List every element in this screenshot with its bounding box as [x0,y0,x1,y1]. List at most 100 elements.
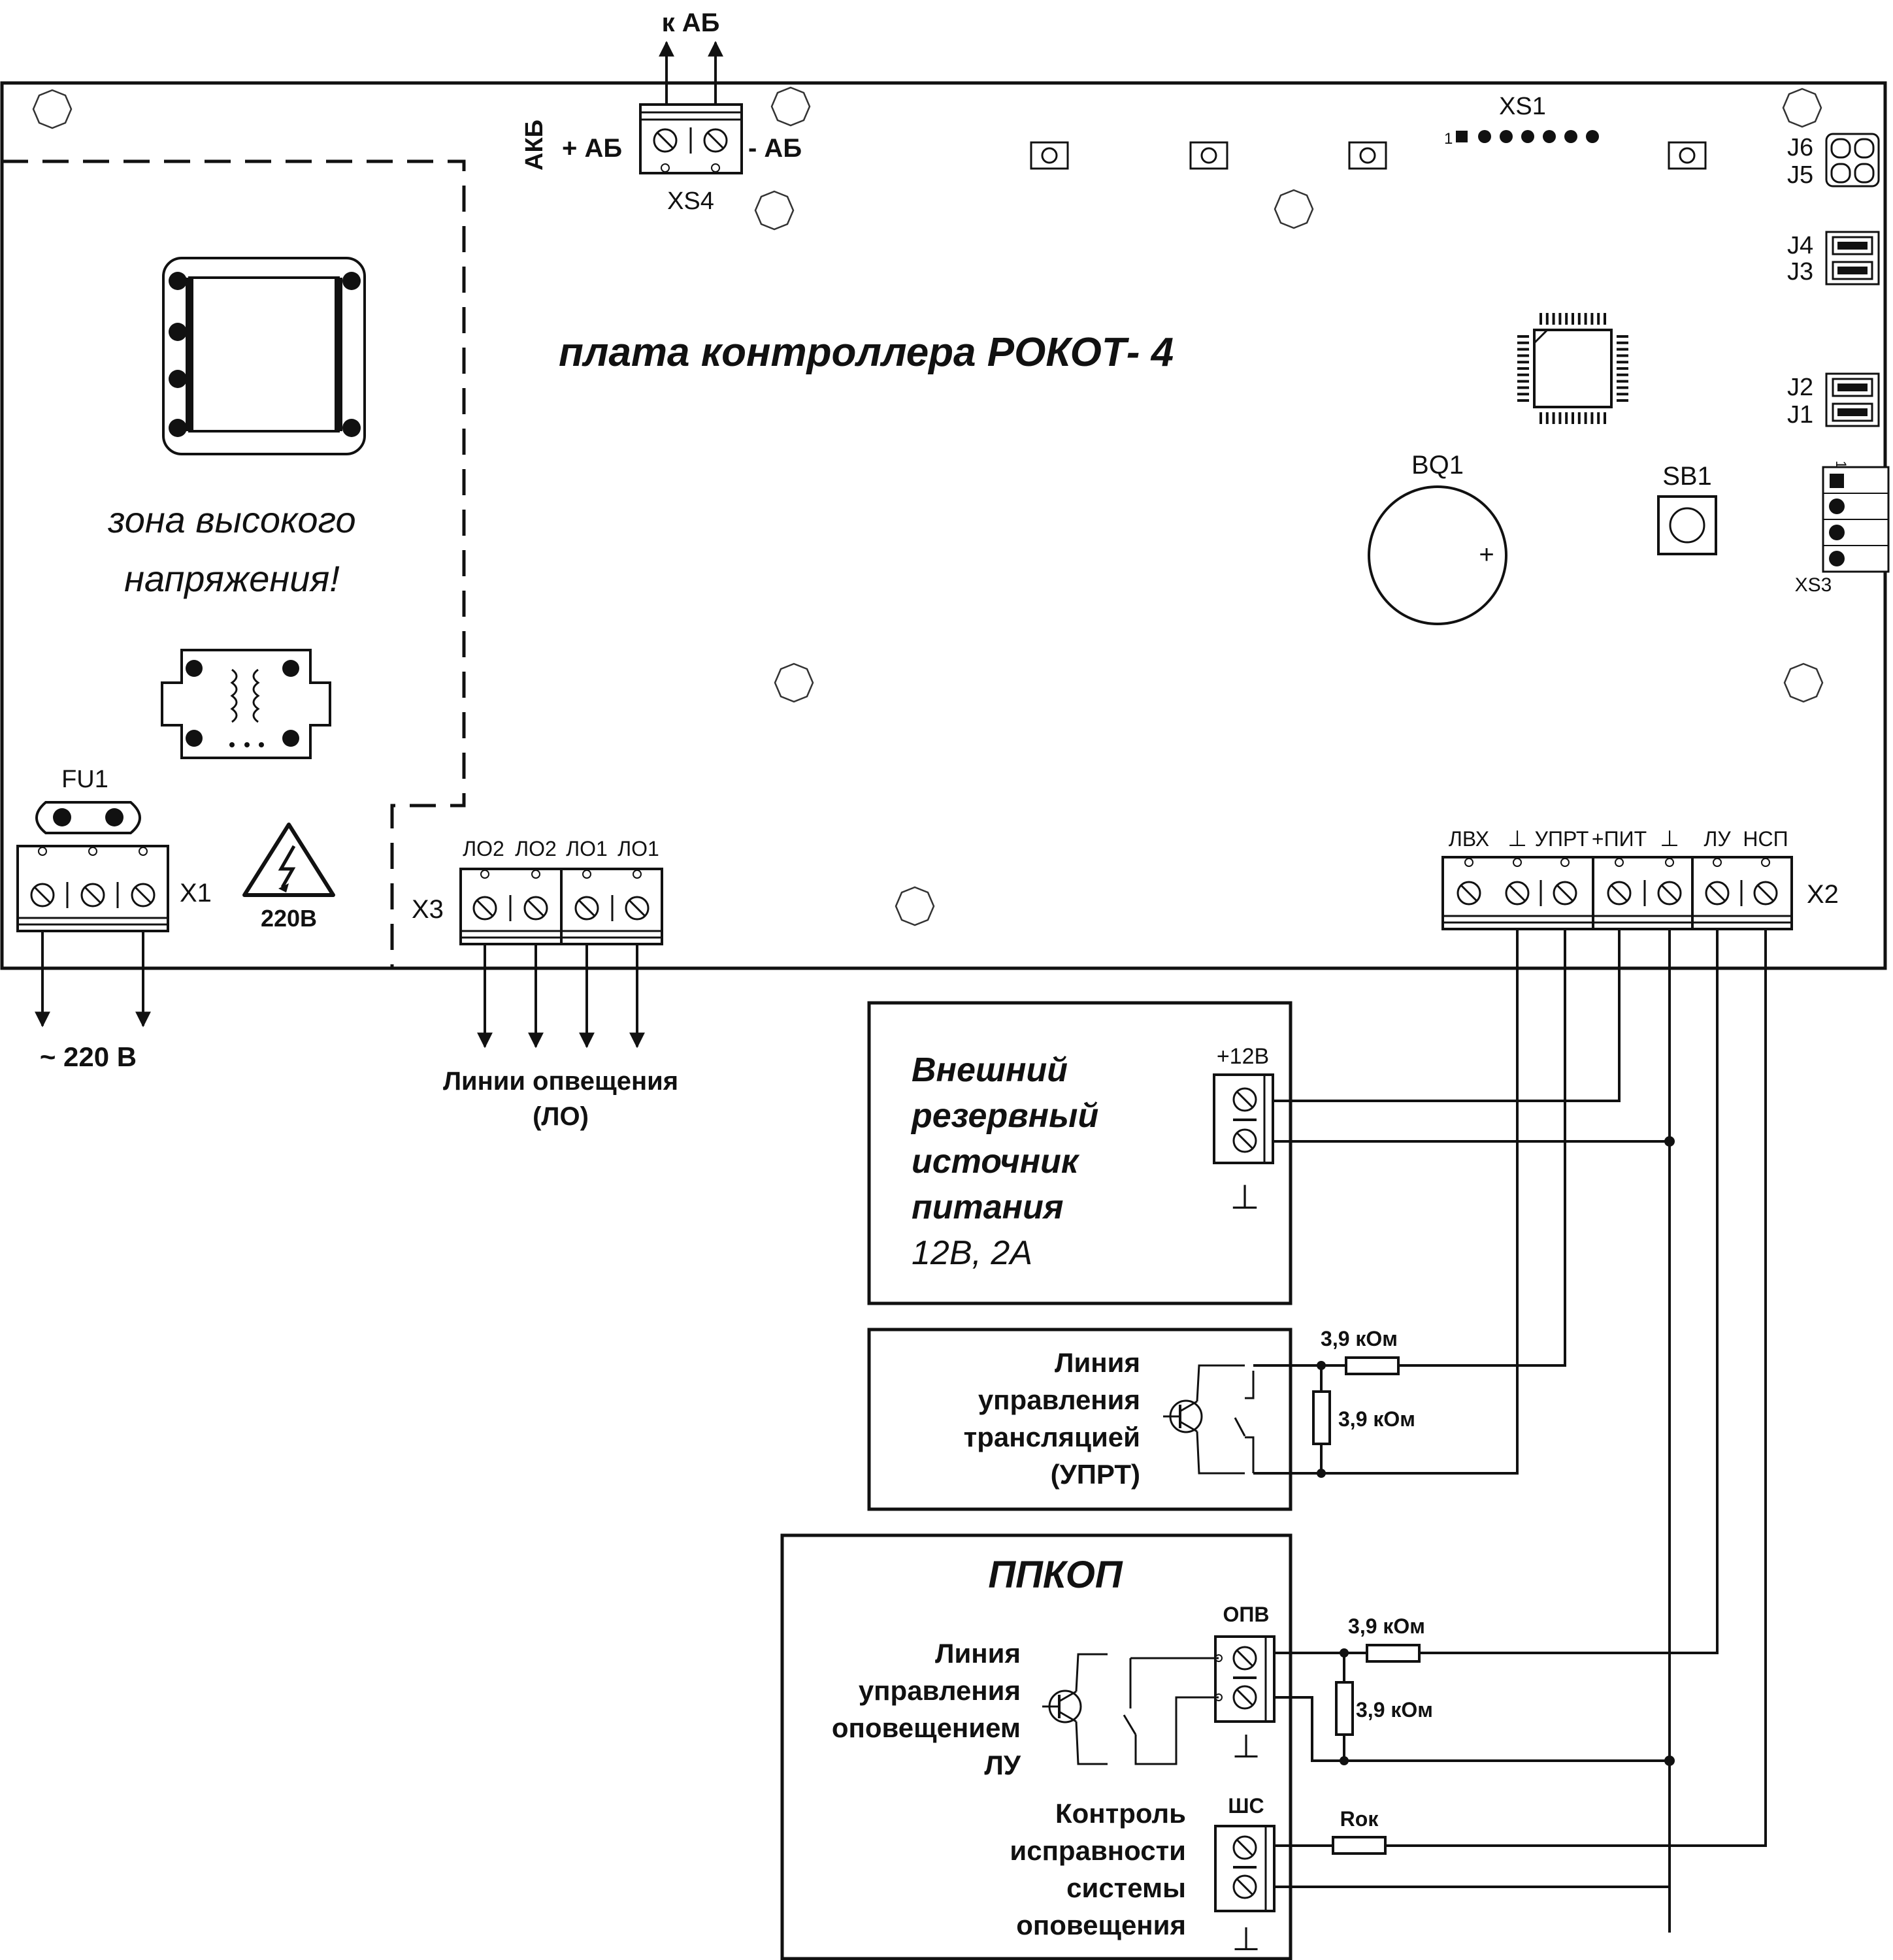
lu-text-2: управления [859,1675,1021,1706]
ppkop-transistor-icon [1042,1653,1219,1765]
uprt-r-series-label: 3,9 кОм [1321,1327,1398,1350]
junction-dots [1664,1136,1675,1766]
alert-line-wires [477,944,645,1049]
controller-board: плата контроллера РОКОТ- 4 зона высокого… [0,8,1890,970]
opv-label: ОПВ [1223,1603,1270,1626]
uprt-text-2: управления [978,1384,1140,1415]
mains-wires [35,931,151,1028]
alert-lines-label-1: Линии опвещения [443,1067,678,1096]
shs-ground-symbol: ⊥ [1232,1921,1260,1957]
uprt-text-3: трансляцией [964,1422,1140,1452]
ctrl-text-3: системы [1066,1872,1186,1903]
microcontroller-chip [1517,313,1628,424]
x1-label: X1 [180,879,212,907]
xs4-plus-label: + АБ [562,134,622,163]
x2-pin-label: УПРТ [1535,827,1589,851]
x2-pin-label: ЛВХ [1449,827,1489,851]
uprt-text-4: (УПРТ) [1051,1459,1140,1490]
hv-zone-border [2,159,466,968]
psu-text-3: источник [912,1143,1080,1181]
rok-resistor [1332,1836,1387,1855]
xs4-label: XS4 [667,188,714,215]
x3-pin-label: ЛО2 [463,837,504,860]
ctrl-text-4: оповещения [1016,1910,1186,1940]
xs1-label: XS1 [1499,93,1546,120]
x2-pin-label: ⊥ [1660,826,1679,851]
jumper-footprints [1825,133,1880,427]
transformer-icon [162,257,366,455]
ctrl-text-1: Контроль [1055,1798,1186,1829]
x3-label: X3 [412,895,444,924]
high-voltage-warning-icon [242,823,335,897]
bq1-label: BQ1 [1411,451,1464,480]
uprt-series-resistor [1345,1356,1400,1375]
board-outline [0,81,1887,970]
xs3-label: XS3 [1795,574,1832,596]
x2-pin-label: +ПИТ [1592,827,1647,851]
x2-terminal-block [1441,856,1793,930]
x3-pin-label: ЛО1 [617,837,659,860]
hv-zone-text-2: напряжения! [124,558,340,599]
x3-pin-label: ЛО2 [515,837,557,860]
jumper-label-j6: J6 [1787,134,1813,161]
opv-terminal [1214,1635,1276,1723]
shs-terminal [1214,1825,1276,1912]
x1-terminal-block [16,845,169,932]
uprt-text-1: Линия [1055,1347,1140,1378]
jumper-label-j2: J2 [1787,374,1813,401]
x2-pin-label: ЛУ [1704,827,1731,851]
fu1-label: FU1 [61,766,108,793]
button-sb1 [1657,495,1717,555]
ppkop-shunt-resistor [1335,1648,1354,1765]
sb1-label: SB1 [1662,462,1712,491]
x2-pin-label: НСП [1743,827,1788,851]
psu-terminal-label: +12В [1217,1044,1269,1069]
x2-pin-labels: ЛВХ ⊥ УПРТ +ПИТ ⊥ ЛУ НСП [1449,826,1788,851]
buzzer-bq1 [1368,485,1507,625]
x3-pin-label: ЛО1 [566,837,608,860]
board-title: плата контроллера РОКОТ- 4 [559,330,1174,375]
xs3-header [1822,466,1890,573]
jumper-labels: J6 J5 J4 J3 J2 J1 [1787,134,1813,429]
rok-label: Rок [1340,1807,1379,1831]
psu-terminal [1213,1073,1274,1164]
transistor-icon [1163,1364,1255,1475]
ppkop-title: ППКОП [988,1554,1123,1596]
fuse-icon [35,801,141,834]
lu-text-4: ЛУ [984,1750,1021,1780]
small-transformer-icon [161,649,331,759]
x3-terminal-block [459,868,663,945]
ppkop-box: ППКОП ОПВ ⊥ Линия управления оповещением… [780,1533,1292,1960]
ppkop-r-series-label: 3,9 кОм [1348,1614,1425,1638]
to-battery-label: к АБ [662,8,720,37]
xs1-header [1456,130,1599,143]
akb-label: АКБ [521,120,548,171]
ctrl-text-2: исправности [1010,1835,1186,1866]
psu-rating: 12В, 2А [912,1234,1032,1272]
jumper-label-j4: J4 [1787,232,1813,259]
lu-text-3: оповещением [832,1712,1021,1743]
psu-text-2: резервный [910,1097,1098,1135]
x3-pin-labels: ЛО2 ЛО2 ЛО1 ЛО1 [463,837,659,860]
uprt-r-shunt-label: 3,9 кОм [1338,1407,1415,1431]
external-psu-box: Внешний резервный источник питания 12В, … [867,1001,1292,1305]
psu-text-4: питания [912,1188,1063,1226]
jumper-label-j3: J3 [1787,258,1813,286]
uprt-shunt-resistor [1312,1361,1331,1478]
jumper-label-j5: J5 [1787,161,1813,189]
psu-ground-symbol: ⊥ [1230,1179,1259,1217]
x2-pin-label: ⊥ [1507,826,1527,851]
alert-lines-label-2: (ЛО) [533,1102,589,1131]
psu-text-1: Внешний [912,1051,1068,1089]
hv-zone-text-1: зона высокого [107,499,355,540]
lu-text-1: Линия [935,1638,1021,1669]
ppkop-r-shunt-label: 3,9 кОм [1356,1698,1433,1722]
jumper-label-j1: J1 [1787,401,1813,429]
shs-label: ШС [1228,1794,1264,1818]
x2-wires [1253,929,1767,1933]
x2-label: X2 [1807,880,1839,909]
hv-sign-voltage: 220В [261,905,317,932]
led-footprints [1030,141,1707,170]
bq1-plus: + [1479,540,1494,569]
